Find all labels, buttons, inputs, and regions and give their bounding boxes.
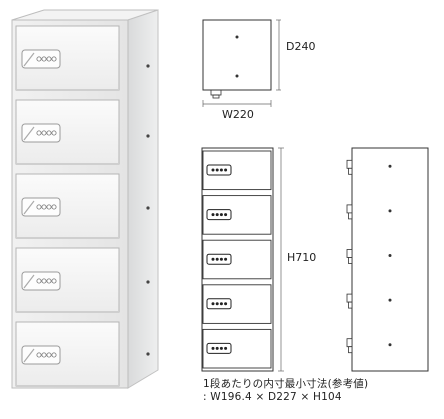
locker-photo <box>11 9 159 389</box>
keypad-lock-icon <box>206 253 232 265</box>
side-view-hole <box>388 343 392 347</box>
lock-bracket <box>346 159 353 175</box>
width-label: W220 <box>222 108 254 121</box>
front-view-doors <box>202 150 272 369</box>
lock-bracket <box>346 338 353 354</box>
top-view-drawing <box>202 19 281 107</box>
locker-door[interactable] <box>15 99 120 165</box>
top-view-hole <box>235 35 239 39</box>
front-view-door <box>202 284 272 324</box>
inner-dimension-note-title: 1段あたりの内寸最小寸法(参考値) <box>203 378 369 390</box>
front-view-door <box>202 239 272 280</box>
locker-door[interactable] <box>15 25 120 91</box>
height-label: H710 <box>287 251 317 264</box>
lock-bracket <box>346 204 353 220</box>
keypad-lock-icon[interactable] <box>21 345 61 365</box>
top-view-outline <box>202 19 272 91</box>
keypad-lock-icon[interactable] <box>21 271 61 291</box>
top-view-hole <box>235 74 239 78</box>
side-view-outline <box>351 147 429 372</box>
locker-side <box>127 9 159 389</box>
keypad-lock-icon[interactable] <box>21 123 61 143</box>
locker-doors <box>15 25 120 387</box>
front-view-door <box>202 150 272 191</box>
keypad-lock-icon <box>206 209 232 221</box>
lock-bracket <box>346 249 353 264</box>
front-view-door <box>202 328 272 369</box>
locker-door[interactable] <box>15 247 120 313</box>
side-view-hole <box>388 164 392 168</box>
lock-bracket <box>346 293 353 309</box>
inner-dimension-note-values: : W196.4 × D227 × H104 <box>203 391 342 403</box>
side-view-drawing <box>346 147 429 372</box>
locker-door[interactable] <box>15 173 120 239</box>
depth-label: D240 <box>286 40 316 53</box>
side-view-details <box>346 159 392 354</box>
keypad-lock-icon[interactable] <box>21 197 61 217</box>
side-screws <box>146 64 150 356</box>
locker-door[interactable] <box>15 321 120 387</box>
keypad-lock-icon <box>206 342 232 354</box>
keypad-lock-icon <box>206 164 232 176</box>
keypad-lock-icon <box>206 298 232 310</box>
keypad-lock-icon[interactable] <box>21 49 61 69</box>
side-view-hole <box>388 209 392 213</box>
side-view-hole <box>388 254 392 257</box>
front-view-drawing <box>201 147 284 372</box>
top-view-lock-protrusion <box>210 89 222 96</box>
side-view-hole <box>388 298 392 302</box>
front-view-door <box>202 195 272 235</box>
